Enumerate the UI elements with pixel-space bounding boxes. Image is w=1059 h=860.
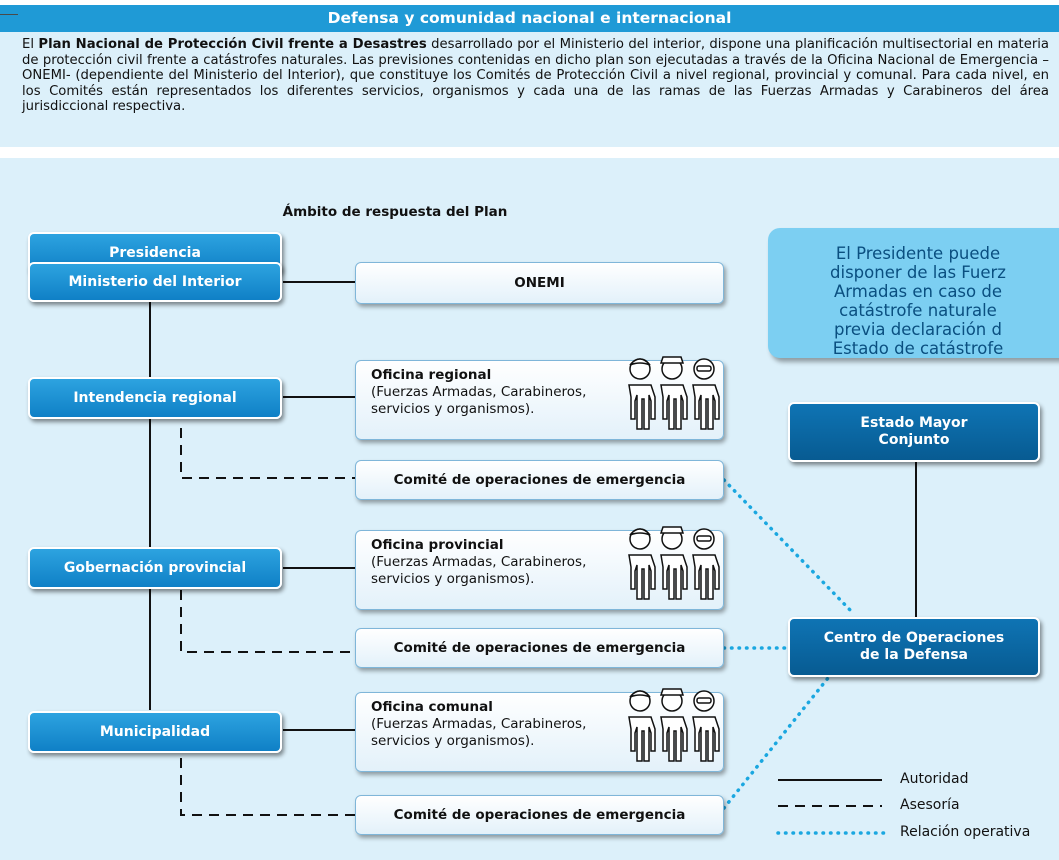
oficina-regional-title: Oficina regional [371,367,492,383]
box-ministerio: Ministerio del Interior [28,262,282,302]
oficina-regional-line1: (Fuerzas Armadas, Carabineros, [371,384,587,400]
intro-prefix: El [22,37,39,52]
note-line-3: Armadas en caso de [834,282,1002,301]
operational-line-comunal [722,671,834,810]
advisory-line-comunal [180,758,355,816]
centro-line2: de la Defensa [860,647,968,663]
centro-line1: Centro de Operaciones [823,630,1005,646]
estado-mayor-line2: Conjunto [878,432,950,448]
intro-plan-name: Plan Nacional de Protección Civil frente… [38,37,427,52]
note-line-4: catástrofe naturale [839,301,997,320]
diagram-title: Ámbito de respuesta del Plan [282,204,508,220]
advisory-line-regional [180,428,355,479]
box-gobernacion: Gobernación provincial [28,547,282,589]
oficina-provincial-line2: servicios y organismos). [371,571,535,587]
note-line-6: Estado de catástrofe [832,339,1004,358]
oficina-regional-line2: servicios y organismos). [371,401,535,417]
oficina-provincial-title: Oficina provincial [371,537,504,553]
personnel-icon-regional [628,356,720,430]
oficina-comunal-title: Oficina comunal [371,699,493,715]
personnel-icon-comunal [628,688,720,762]
oficina-comunal-line1: (Fuerzas Armadas, Carabineros, [371,716,587,732]
personnel-icon-provincial [628,526,720,600]
intro-body: desarrollado por el Ministerio del inter… [22,37,1049,115]
legend-asesoria-label: Asesoría [900,797,960,813]
box-intendencia: Intendencia regional [28,377,282,419]
oficina-provincial-line1: (Fuerzas Armadas, Carabineros, [371,554,587,570]
box-comite-regional: Comité de operaciones de emergencia [355,460,724,500]
president-note: El Presidente puede disponer de las Fuer… [768,228,1059,358]
box-estado-mayor: Estado Mayor Conjunto [788,402,1040,462]
header-corner-line [0,14,18,15]
legend-autoridad-label: Autoridad [900,771,969,787]
intro-paragraph: El Plan Nacional de Protección Civil fre… [0,32,1059,147]
oficina-comunal-line2: servicios y organismos). [371,733,535,749]
advisory-line-provincial [180,590,355,653]
estado-mayor-line1: Estado Mayor [860,415,968,431]
note-line-5: previa declaración d [834,320,1002,339]
box-onemi: ONEMI [355,262,724,304]
box-comite-provincial: Comité de operaciones de emergencia [355,628,724,668]
legend-relacion-label: Relación operativa [900,824,1031,840]
box-municipalidad: Municipalidad [28,711,282,753]
note-line-2: disponer de las Fuerz [830,263,1006,282]
operational-line-regional [722,478,854,614]
note-line-1: El Presidente puede [835,244,1001,263]
box-centro-operaciones: Centro de Operaciones de la Defensa [788,617,1040,677]
section-header: Defensa y comunidad nacional e internaci… [0,5,1059,32]
box-comite-comunal: Comité de operaciones de emergencia [355,795,724,835]
